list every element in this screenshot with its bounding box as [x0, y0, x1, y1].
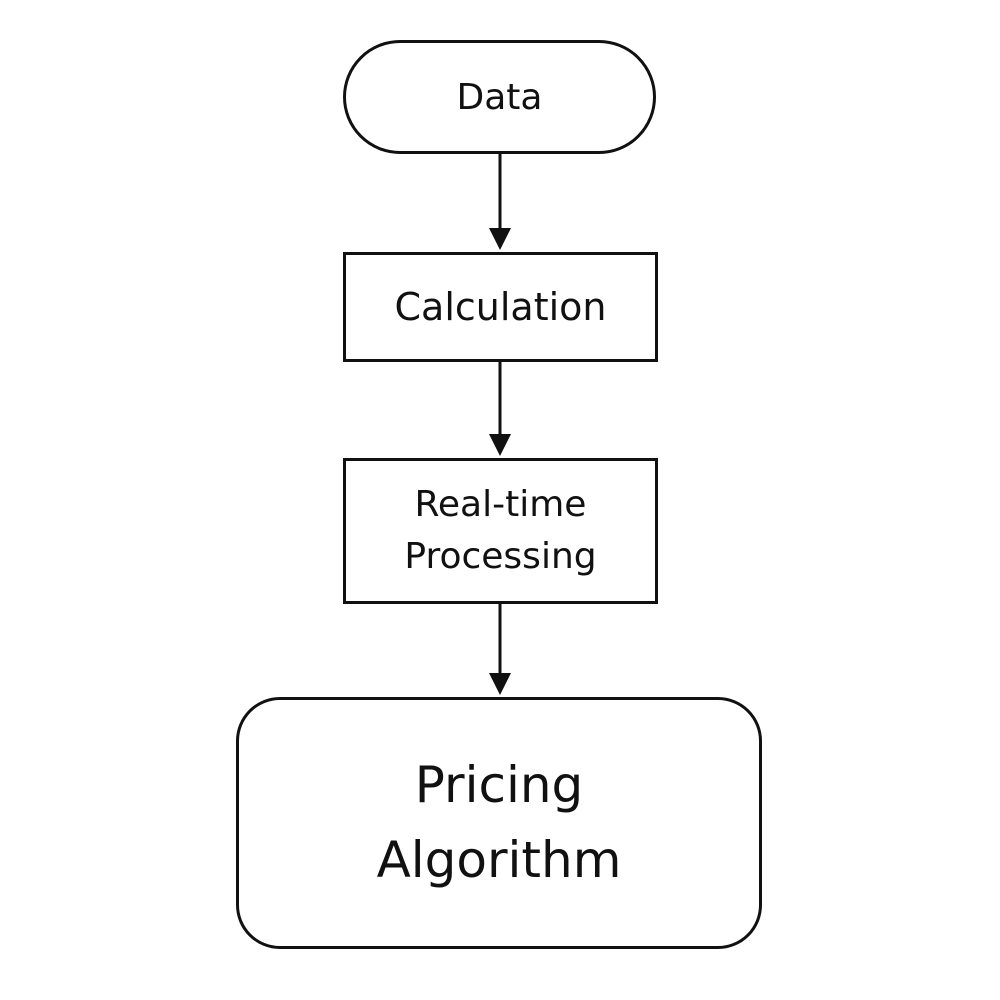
node-calculation-label: Calculation: [394, 285, 607, 329]
node-pricing-algorithm-label: Pricing Algorithm: [376, 756, 622, 889]
node-pricing-algorithm: Pricing Algorithm: [236, 697, 762, 949]
node-data-label: Data: [456, 76, 543, 118]
node-calculation: Calculation: [343, 252, 658, 362]
node-realtime-processing-label: Real-time Processing: [404, 483, 597, 577]
node-realtime-processing: Real-time Processing: [343, 458, 658, 604]
arrowhead-realtime-to-pricing: [489, 673, 511, 695]
node-data: Data: [343, 40, 656, 154]
arrowhead-calculation-to-realtime: [489, 434, 511, 456]
arrowhead-data-to-calculation: [489, 228, 511, 250]
